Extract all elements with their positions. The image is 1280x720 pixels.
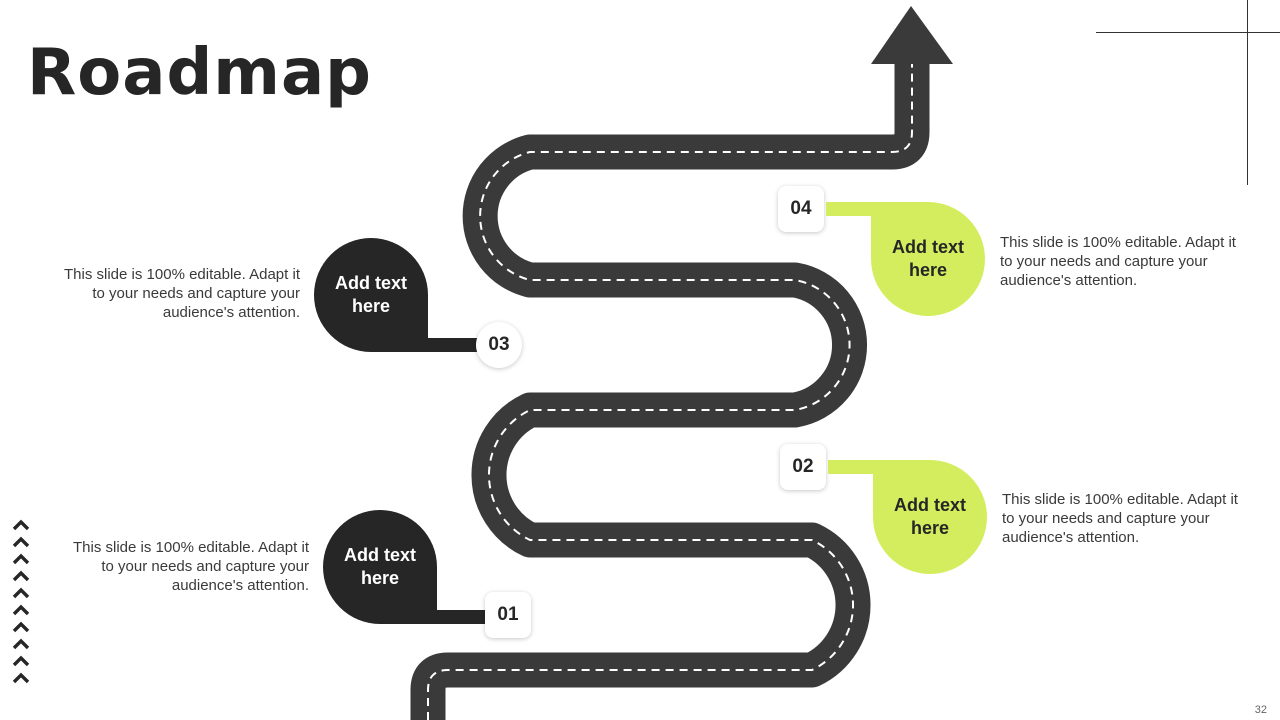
milestone-02-pin-stem bbox=[828, 460, 878, 474]
milestone-01-pin: Add text here bbox=[323, 510, 437, 624]
milestone-02-pin-label: Add text here bbox=[894, 495, 966, 538]
corner-frame-line-horizontal bbox=[1096, 32, 1280, 33]
milestone-04-pin-label: Add text here bbox=[892, 237, 964, 280]
milestone-04-pin-stem bbox=[826, 202, 876, 216]
milestone-03-pin-label: Add text here bbox=[335, 273, 407, 316]
page-number: 32 bbox=[1254, 704, 1267, 716]
milestone-02-description: This slide is 100% editable. Adapt it to… bbox=[1002, 491, 1238, 546]
chevron-up-icon bbox=[12, 638, 30, 650]
milestone-04-pin: Add text here bbox=[871, 202, 985, 316]
chevron-up-icon bbox=[12, 604, 30, 616]
milestone-03-badge: 03 bbox=[476, 322, 522, 368]
chevron-up-icon bbox=[12, 621, 30, 633]
road-center-line bbox=[427, 62, 913, 720]
chevron-up-icon bbox=[12, 536, 30, 548]
road-arrow-head-icon bbox=[871, 6, 953, 64]
chevron-up-icon bbox=[12, 587, 30, 599]
milestone-01-badge: 01 bbox=[485, 592, 531, 638]
chevron-up-icon bbox=[12, 570, 30, 582]
chevron-up-icon bbox=[12, 672, 30, 684]
milestone-01-pin-stem bbox=[437, 610, 487, 624]
milestone-02-pin: Add text here bbox=[873, 460, 987, 574]
milestone-01-pin-label: Add text here bbox=[344, 545, 416, 588]
milestone-03-pin-stem bbox=[428, 338, 478, 352]
milestone-04-badge: 04 bbox=[778, 186, 824, 232]
slide-title: Roadmap bbox=[27, 36, 372, 110]
corner-frame-line-vertical bbox=[1247, 0, 1248, 185]
chevron-up-icon bbox=[12, 519, 30, 531]
milestone-02-badge: 02 bbox=[780, 444, 826, 490]
milestone-03-description: This slide is 100% editable. Adapt it to… bbox=[64, 266, 300, 321]
milestone-03-pin: Add text here bbox=[314, 238, 428, 352]
milestone-04-description: This slide is 100% editable. Adapt it to… bbox=[1000, 234, 1236, 289]
chevron-up-icon bbox=[12, 655, 30, 667]
chevron-up-icon bbox=[12, 553, 30, 565]
milestone-01-description: This slide is 100% editable. Adapt it to… bbox=[73, 539, 309, 594]
